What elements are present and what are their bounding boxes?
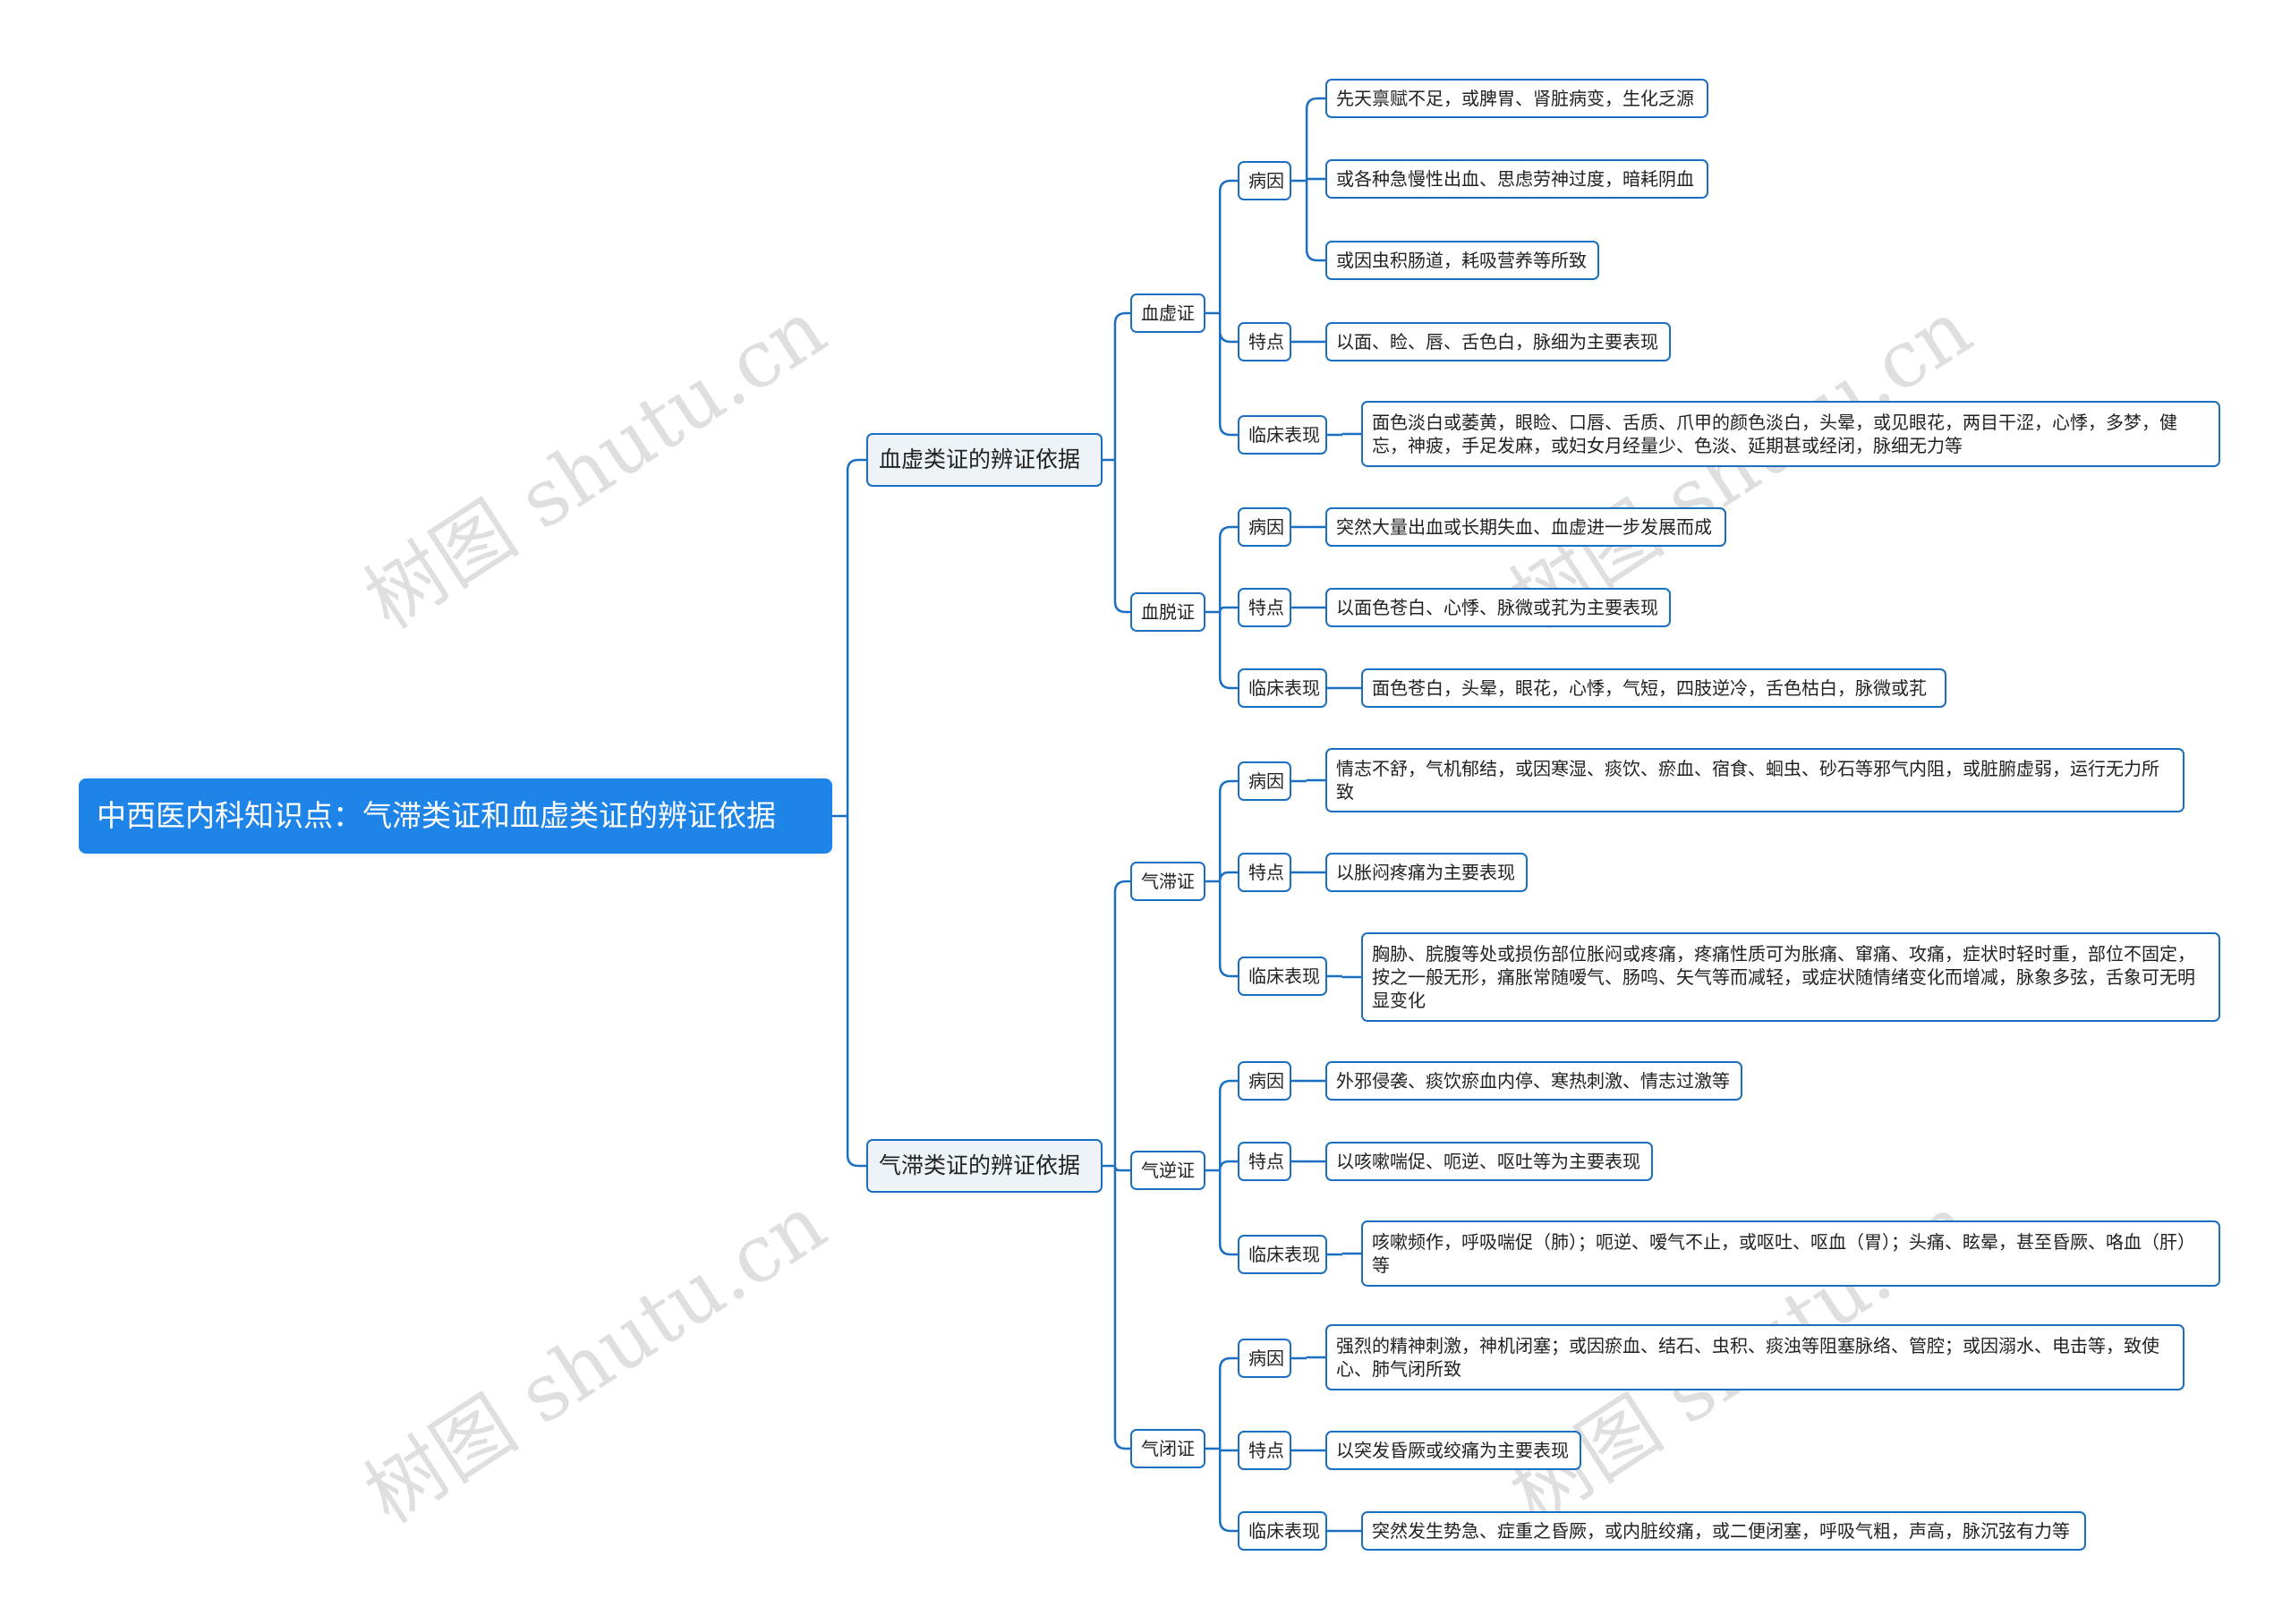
watermark: 树图 shutu.cn [349,1177,841,1542]
connector-line [1205,1356,1238,1533]
leaf-text[interactable]: 先天禀赋不足，或脾胃、肾脏病变，生化乏源 [1325,79,1708,118]
category-feature[interactable]: 特点 [1238,322,1291,361]
leaf-text[interactable]: 胸胁、脘腹等处或损伤部位胀闷或疼痛，疼痛性质可为胀痛、窜痛、攻痛，症状时轻时重，… [1361,932,2220,1022]
watermark: 树图 shutu.cn [349,282,841,647]
leaf-text[interactable]: 面色淡白或萎黄，眼睑、口唇、舌质、爪甲的颜色淡白，头晕，或见眼花，两目干涩，心悸… [1361,401,2220,467]
category-cause[interactable]: 病因 [1238,161,1291,200]
syndrome-qi-stagnation[interactable]: 气滞证 [1130,862,1205,901]
connector-line [1205,779,1238,978]
syndrome-qi-block[interactable]: 气闭证 [1130,1429,1205,1468]
category-feature[interactable]: 特点 [1238,1142,1291,1181]
branch-qi-stagnation[interactable]: 气滞类证的辨证依据 [866,1139,1103,1193]
connector-line [1291,778,1325,783]
connector-line [1103,880,1130,1450]
connector-line [1291,1356,1325,1360]
leaf-text[interactable]: 突然发生势急、症重之昏厥，或内脏绞痛，或二便闭塞，呼吸气粗，声高，脉沉弦有力等 [1361,1511,2086,1551]
leaf-text[interactable]: 以面、睑、唇、舌色白，脉细为主要表现 [1325,322,1671,361]
category-feature[interactable]: 特点 [1238,588,1291,627]
leaf-text[interactable]: 强烈的精神刺激，神机闭塞；或因瘀血、结石、虫积、痰浊等阻塞脉络、管腔；或因溺水、… [1325,1324,2185,1390]
category-clinical[interactable]: 临床表现 [1238,1235,1327,1274]
category-clinical[interactable]: 临床表现 [1238,1511,1327,1551]
root-topic[interactable]: 中西医内科知识点：气滞类证和血虚类证的辨证依据 [79,778,832,854]
connector-line [832,458,866,1168]
category-clinical[interactable]: 临床表现 [1238,415,1327,455]
leaf-text[interactable]: 突然大量出血或长期失血、血虚进一步发展而成 [1325,507,1726,547]
leaf-text[interactable]: 以咳嗽喘促、呃逆、呕吐等为主要表现 [1325,1142,1653,1181]
connector-line [1327,974,1361,979]
leaf-text[interactable]: 咳嗽频作，呼吸喘促（肺）；呃逆、嗳气不止，或呕吐、呕血（胃）；头痛、眩晕，甚至昏… [1361,1220,2220,1287]
connector-line [1205,1079,1238,1256]
syndrome-blood-collapse[interactable]: 血脱证 [1130,592,1205,632]
connector-line [1205,179,1238,437]
category-clinical[interactable]: 临床表现 [1238,668,1327,708]
leaf-text[interactable]: 以面色苍白、心悸、脉微或芤为主要表现 [1325,588,1671,627]
category-feature[interactable]: 特点 [1238,853,1291,892]
connector-line [1327,432,1361,437]
leaf-text[interactable]: 以突发昏厥或绞痛为主要表现 [1325,1431,1581,1470]
connector-line [1291,97,1325,262]
leaf-text[interactable]: 面色苍白，头晕，眼花，心悸，气短，四肢逆冷，舌色枯白，脉微或芤 [1361,668,1946,708]
connector-line [1205,525,1238,690]
branch-blood-deficiency[interactable]: 血虚类证的辨证依据 [866,433,1103,487]
category-cause[interactable]: 病因 [1238,507,1291,547]
leaf-text[interactable]: 外邪侵袭、痰饮瘀血内停、寒热刺激、情志过激等 [1325,1061,1742,1101]
category-cause[interactable]: 病因 [1238,1061,1291,1101]
leaf-text[interactable]: 或各种急慢性出血、思虑劳神过度，暗耗阴血 [1325,159,1708,199]
category-clinical[interactable]: 临床表现 [1238,957,1327,996]
leaf-text[interactable]: 情志不舒，气机郁结，或因寒湿、痰饮、瘀血、宿食、蛔虫、砂石等邪气内阻，或脏腑虚弱… [1325,748,2185,812]
leaf-text[interactable]: 或因虫积肠道，耗吸营养等所致 [1325,241,1599,280]
syndrome-blood-deficiency[interactable]: 血虚证 [1130,293,1205,333]
category-feature[interactable]: 特点 [1238,1431,1291,1470]
leaf-text[interactable]: 以胀闷疼痛为主要表现 [1325,853,1528,892]
connector-line [1103,311,1130,614]
category-cause[interactable]: 病因 [1238,1339,1291,1378]
category-cause[interactable]: 病因 [1238,761,1291,801]
syndrome-qi-counterflow[interactable]: 气逆证 [1130,1151,1205,1190]
